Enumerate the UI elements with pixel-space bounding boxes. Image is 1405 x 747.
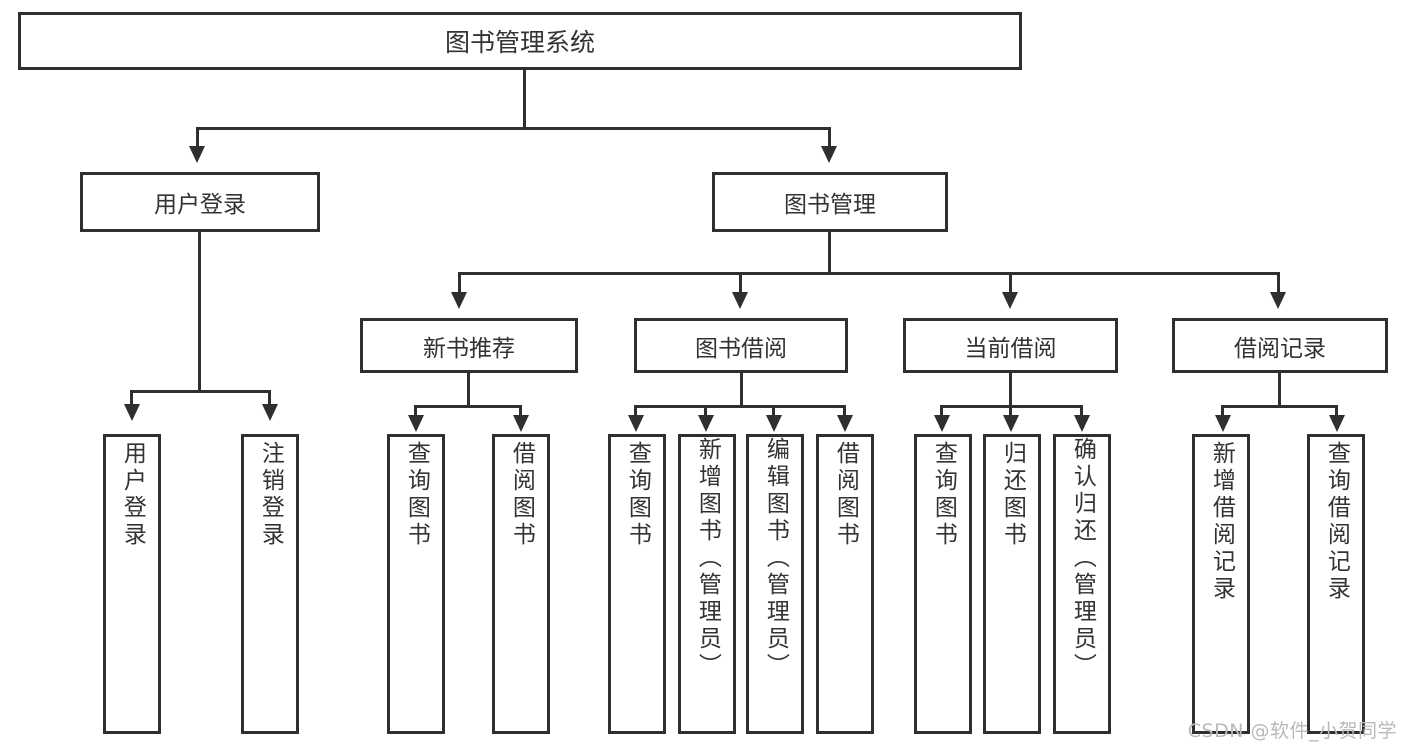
arrowhead-currentborrow-leaf-0 bbox=[934, 415, 950, 432]
connector-borrowrecord-leaf-1 bbox=[1335, 405, 1338, 417]
arrowhead-borrowrecord-leaf-0 bbox=[1215, 415, 1231, 432]
leaf-query-book-borrow[interactable]: 查询图书 bbox=[608, 434, 666, 734]
connector-root-to-user-login bbox=[196, 127, 199, 148]
leaf-label: 查询借阅记录 bbox=[1323, 441, 1350, 603]
connector-to-current-borrow bbox=[1009, 272, 1012, 294]
node-label: 当前借阅 bbox=[964, 335, 1057, 362]
arrowhead-current-borrow bbox=[1002, 292, 1018, 309]
node-user-login[interactable]: 用户登录 bbox=[80, 172, 320, 232]
leaf-label: 借阅图书 bbox=[832, 441, 859, 549]
connector-currentborrow-stem bbox=[1009, 373, 1012, 408]
arrowhead-bookborrow-leaf-2 bbox=[766, 415, 782, 432]
connector-book-manage-stem bbox=[828, 232, 831, 274]
connector-to-book-borrow bbox=[739, 272, 742, 294]
node-current-borrow[interactable]: 当前借阅 bbox=[903, 318, 1118, 373]
leaf-label: 编辑图书（管理员） bbox=[762, 437, 789, 680]
connector-userlogin-leaf-0 bbox=[130, 390, 133, 406]
arrowhead-userlogin-leaf-1 bbox=[262, 404, 278, 421]
arrowhead-book-borrow bbox=[732, 292, 748, 309]
connector-user-login-bus bbox=[130, 390, 269, 393]
arrowhead-bookborrow-leaf-3 bbox=[837, 415, 853, 432]
leaf-label: 查询图书 bbox=[403, 441, 430, 549]
connector-newbook-bus bbox=[414, 405, 522, 408]
leaf-add-book-admin[interactable]: 新增图书（管理员） bbox=[678, 434, 736, 734]
connector-userlogin-leaf-1 bbox=[268, 390, 271, 406]
arrowhead-borrow-record bbox=[1270, 292, 1286, 309]
arrowhead-new-book bbox=[451, 292, 467, 309]
arrowhead-borrowrecord-leaf-1 bbox=[1329, 415, 1345, 432]
node-borrow-record[interactable]: 借阅记录 bbox=[1172, 318, 1388, 373]
leaf-label: 确认归还（管理员） bbox=[1069, 437, 1096, 680]
node-book-management[interactable]: 图书管理 bbox=[712, 172, 948, 232]
node-label: 图书管理 bbox=[784, 192, 876, 218]
arrowhead-book-manage bbox=[821, 146, 837, 163]
connector-borrowrecord-bus bbox=[1221, 405, 1338, 408]
connector-root-stem bbox=[523, 70, 526, 127]
connector-to-new-book bbox=[458, 272, 461, 294]
leaf-query-borrow-record[interactable]: 查询借阅记录 bbox=[1307, 434, 1365, 734]
leaf-label: 查询图书 bbox=[624, 441, 651, 549]
leaf-label: 查询图书 bbox=[930, 441, 957, 549]
arrowhead-user-login bbox=[189, 146, 205, 163]
connector-root-to-book-manage bbox=[828, 127, 831, 148]
connector-bookborrow-leaf-0 bbox=[634, 405, 637, 417]
connector-bookborrow-leaf-1 bbox=[704, 405, 707, 417]
leaf-confirm-return-admin[interactable]: 确认归还（管理员） bbox=[1053, 434, 1111, 734]
node-label: 用户登录 bbox=[154, 192, 246, 218]
leaf-user-login[interactable]: 用户登录 bbox=[103, 434, 161, 734]
node-new-book-recommend[interactable]: 新书推荐 bbox=[360, 318, 578, 373]
connector-currentborrow-leaf-0 bbox=[940, 405, 943, 417]
leaf-label: 注销登录 bbox=[257, 441, 284, 549]
connector-borrowrecord-stem bbox=[1278, 373, 1281, 408]
connector-newbook-leaf-1 bbox=[519, 405, 522, 417]
leaf-add-borrow-record[interactable]: 新增借阅记录 bbox=[1192, 434, 1250, 734]
connector-newbook-leaf-0 bbox=[414, 405, 417, 417]
connector-to-borrow-record bbox=[1277, 272, 1280, 294]
connector-bookborrow-leaf-2 bbox=[772, 405, 775, 417]
node-book-borrow[interactable]: 图书借阅 bbox=[634, 318, 848, 373]
connector-user-login-stem bbox=[198, 232, 201, 393]
connector-newbook-stem bbox=[467, 373, 470, 408]
arrowhead-newbook-leaf-0 bbox=[408, 415, 424, 432]
arrowhead-currentborrow-leaf-1 bbox=[1003, 415, 1019, 432]
connector-bookborrow-bus bbox=[634, 405, 846, 408]
arrowhead-currentborrow-leaf-2 bbox=[1074, 415, 1090, 432]
leaf-label: 新增图书（管理员） bbox=[694, 437, 721, 680]
leaf-query-book-recommend[interactable]: 查询图书 bbox=[387, 434, 445, 734]
node-label: 新书推荐 bbox=[423, 335, 515, 362]
leaf-borrow-book-recommend[interactable]: 借阅图书 bbox=[492, 434, 550, 734]
arrowhead-bookborrow-leaf-0 bbox=[628, 415, 644, 432]
arrowhead-bookborrow-leaf-1 bbox=[698, 415, 714, 432]
connector-currentborrow-leaf-2 bbox=[1080, 405, 1083, 417]
connector-borrowrecord-leaf-0 bbox=[1221, 405, 1224, 417]
leaf-label: 用户登录 bbox=[119, 441, 146, 549]
node-root-system[interactable]: 图书管理系统 bbox=[18, 12, 1022, 70]
connector-bookborrow-leaf-3 bbox=[843, 405, 846, 417]
leaf-label: 归还图书 bbox=[999, 441, 1026, 549]
arrowhead-newbook-leaf-1 bbox=[513, 415, 529, 432]
connector-level3-bus bbox=[458, 272, 1280, 275]
leaf-label: 新增借阅记录 bbox=[1208, 441, 1235, 603]
connector-root-bus bbox=[196, 127, 831, 130]
leaf-edit-book-admin[interactable]: 编辑图书（管理员） bbox=[746, 434, 804, 734]
arrowhead-userlogin-leaf-0 bbox=[124, 404, 140, 421]
leaf-borrow-book[interactable]: 借阅图书 bbox=[816, 434, 874, 734]
node-label: 图书借阅 bbox=[695, 335, 787, 362]
node-label: 图书管理系统 bbox=[444, 28, 595, 57]
node-label: 借阅记录 bbox=[1234, 335, 1326, 362]
connector-bookborrow-stem bbox=[740, 373, 743, 408]
connector-currentborrow-leaf-1 bbox=[1009, 405, 1012, 417]
leaf-logout[interactable]: 注销登录 bbox=[241, 434, 299, 734]
leaf-label: 借阅图书 bbox=[508, 441, 535, 549]
leaf-return-book[interactable]: 归还图书 bbox=[983, 434, 1041, 734]
leaf-query-book-current[interactable]: 查询图书 bbox=[914, 434, 972, 734]
